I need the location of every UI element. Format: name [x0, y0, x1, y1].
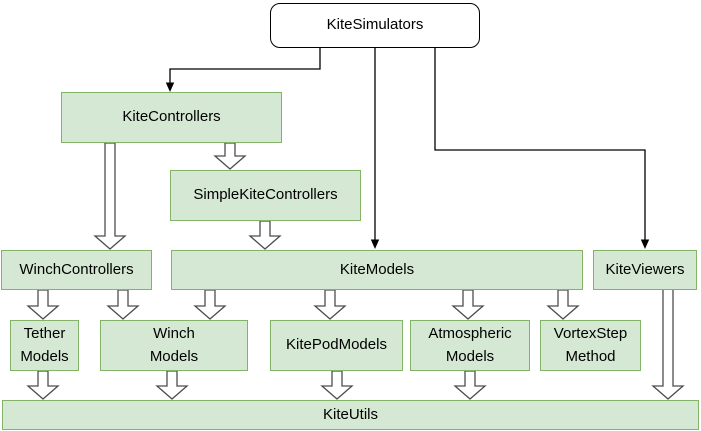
node-kite-viewers: KiteViewers — [593, 250, 697, 290]
node-vortex-step-method: VortexStep Method — [540, 320, 641, 371]
block-arrow-kitemodels-vortexstepmethod — [546, 289, 580, 320]
node-atmospheric-models: Atmospheric Models — [410, 320, 530, 371]
block-arrow-kitemodels-atmosphericmodels — [451, 289, 485, 320]
node-kite-pod-models: KitePodModels — [270, 320, 403, 371]
node-kite-utils: KiteUtils — [2, 400, 699, 430]
block-arrow-kitecontrollers-simplekitecontrollers — [213, 142, 247, 170]
node-winch-controllers: WinchControllers — [1, 250, 152, 290]
node-winch-models: Winch Models — [100, 320, 248, 371]
block-arrow-kitemodels-winchmodels — [193, 289, 227, 320]
block-arrow-winchmodels-kiteutils — [155, 370, 189, 400]
connector-kitesimulators-kitemodels — [370, 48, 380, 249]
node-kite-models: KiteModels — [171, 250, 583, 290]
block-arrow-tethermodels-kiteutils — [26, 370, 60, 400]
node-kite-simulators: KiteSimulators — [270, 3, 480, 48]
block-arrow-winchcontrollers-winchmodels — [106, 289, 140, 320]
block-arrow-simplekitecontrollers-kitemodels — [248, 220, 282, 250]
block-arrow-atmosphericmodels-kiteutils — [453, 370, 487, 400]
node-simple-kite-controllers: SimpleKiteControllers — [170, 170, 361, 221]
block-arrow-winchcontrollers-tethermodels — [26, 289, 60, 320]
node-kite-controllers: KiteControllers — [61, 92, 282, 143]
block-arrow-kitemodels-kitepodmodels — [313, 289, 347, 320]
block-arrow-kitecontrollers-winchcontrollers — [93, 142, 127, 250]
connector-kitesimulators-kitecontrollers — [165, 48, 321, 92]
connector-kitesimulators-kiteviewers — [434, 48, 650, 249]
node-tether-models: Tether Models — [10, 320, 79, 371]
block-arrow-kitepodmodels-kiteutils — [320, 370, 354, 400]
block-arrow-kiteviewers-kiteutils — [651, 288, 685, 400]
